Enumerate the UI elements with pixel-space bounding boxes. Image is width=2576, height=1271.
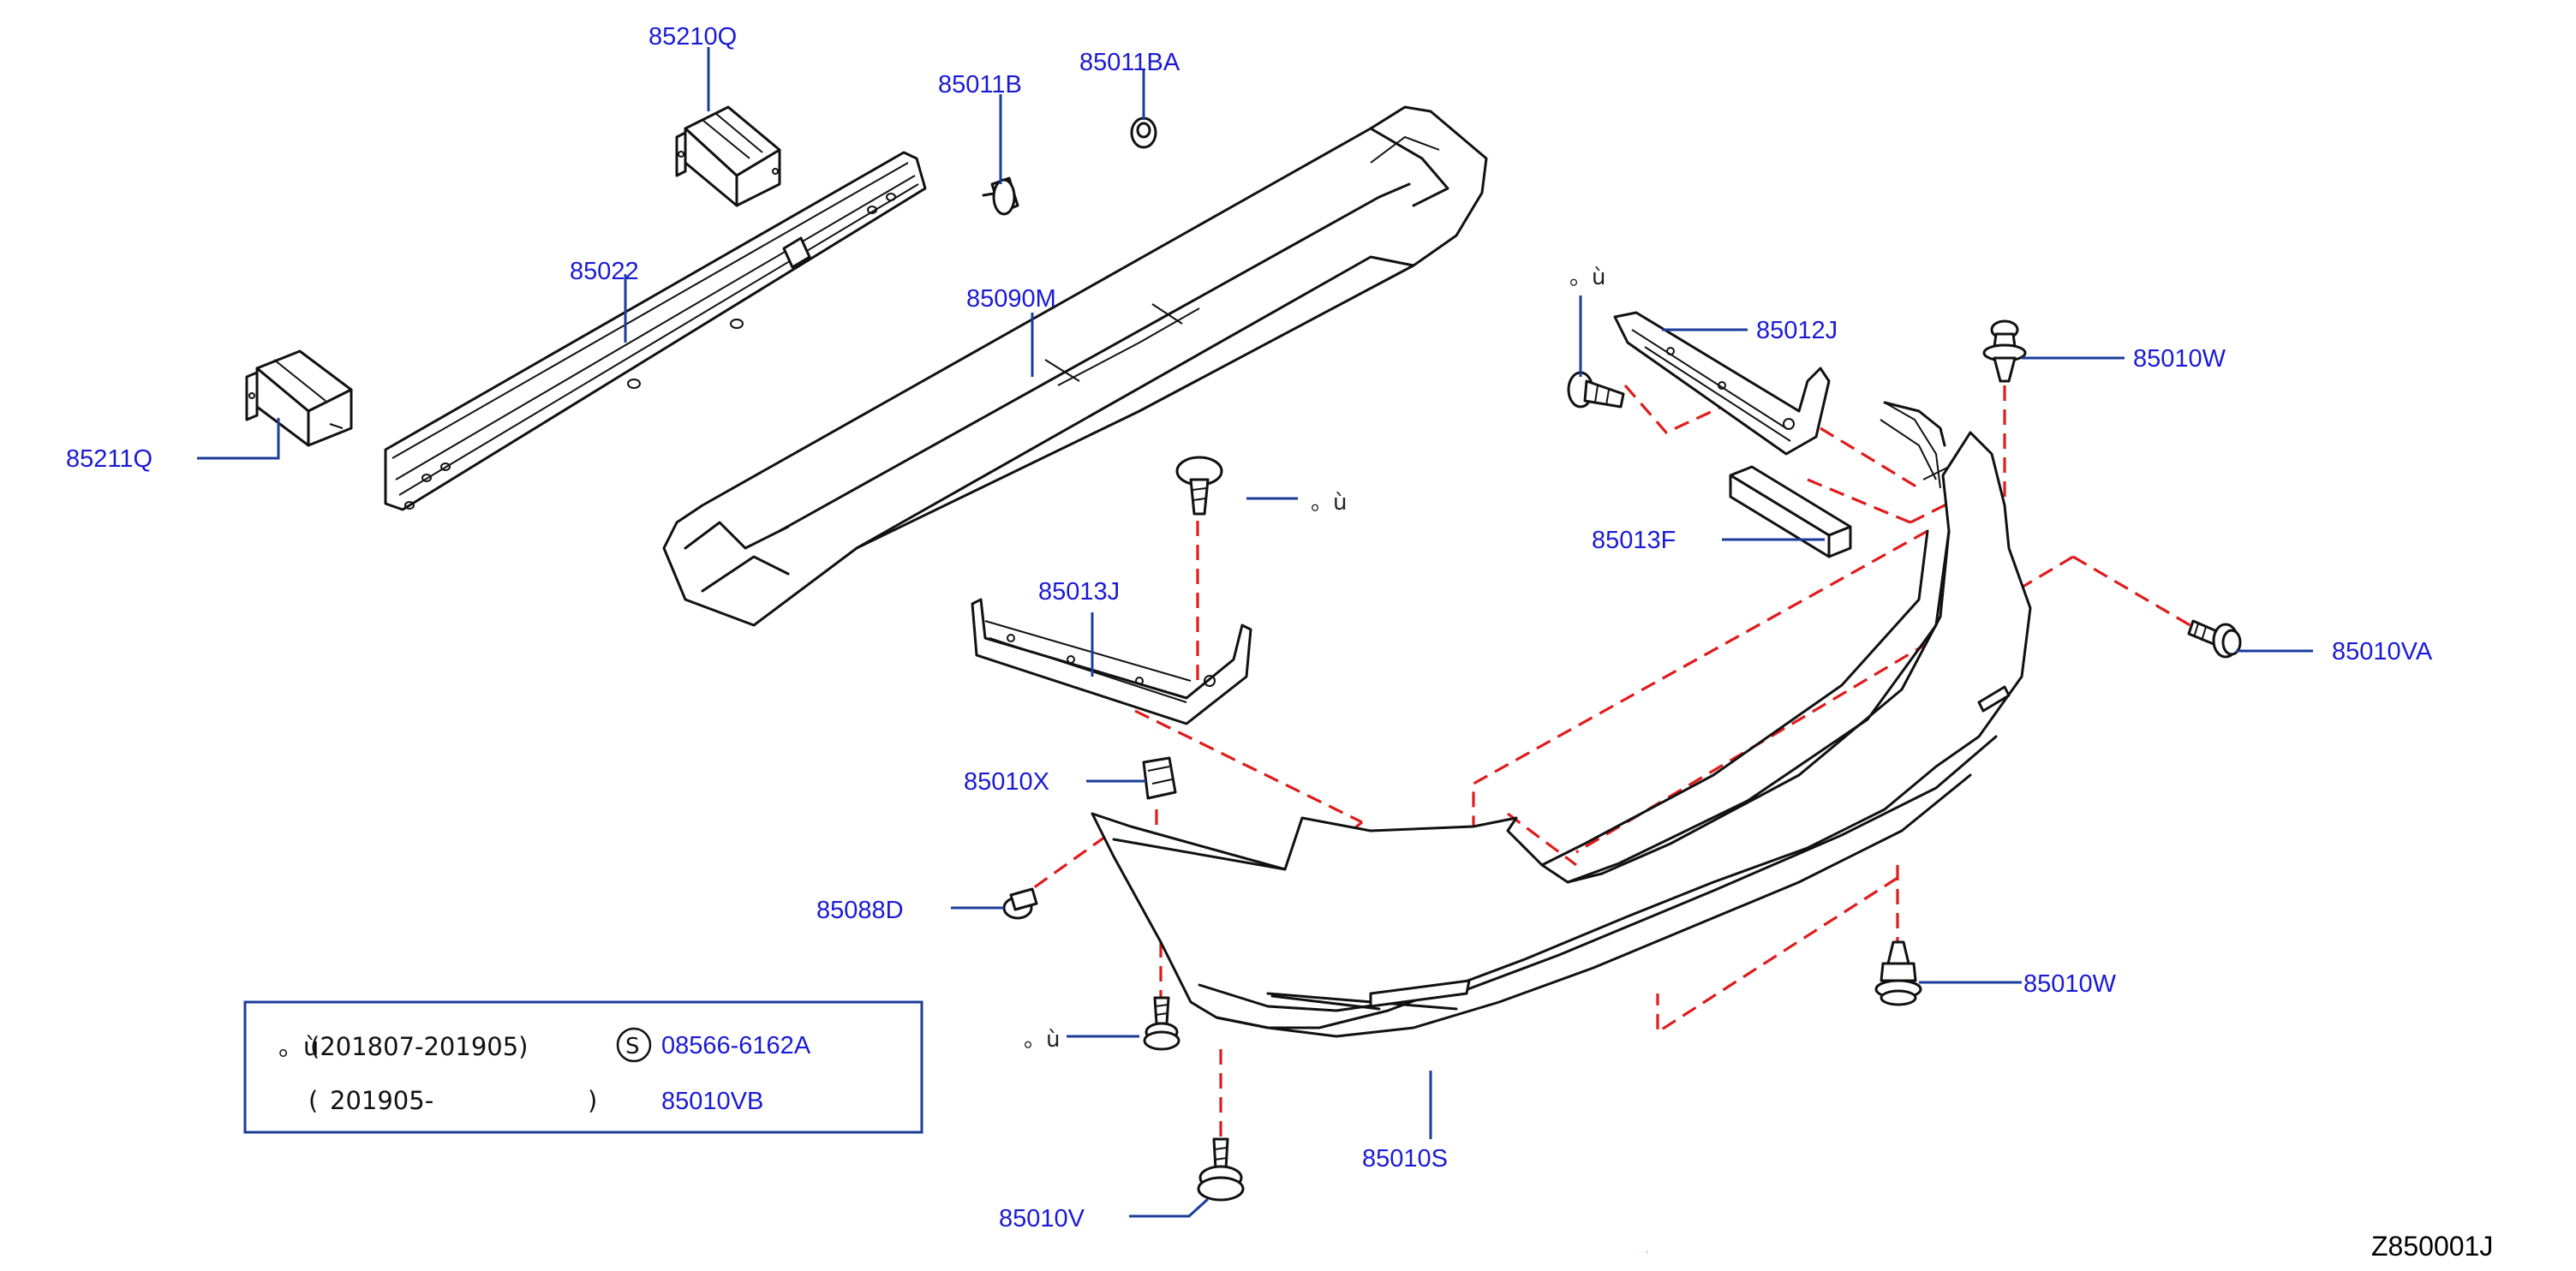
bumper-fascia-85010s <box>1091 401 2032 1038</box>
energy-absorber-85090m <box>662 105 1488 627</box>
applicability-note: 。ù (201807-201905) S 08566-6162A ( 20190… <box>243 1000 923 1134</box>
pad-85013f <box>1729 465 1852 558</box>
label-85010w-bottom: 85010W <box>2023 970 2117 998</box>
diagram-code: Z850001J <box>2371 1231 2493 1262</box>
label-85010x: 85010X <box>964 768 1049 796</box>
nut-85011ba <box>1130 116 1157 149</box>
label-85013j: 85013J <box>1038 578 1120 606</box>
reinforcement-beam-85022 <box>384 151 927 511</box>
label-85010va: 85010VA <box>2332 638 2433 665</box>
bolt-85010va <box>2187 619 2242 659</box>
label-85010w-top: 85010W <box>2133 345 2226 373</box>
bracket-85012j <box>1613 311 1831 456</box>
clip-85088d <box>1002 887 1038 920</box>
label-85010s: 85010S <box>1362 1145 1448 1173</box>
bracket-85013j <box>971 598 1252 725</box>
clip-85011b <box>982 176 1019 216</box>
note-row2-range: 201905- <box>330 1086 433 1115</box>
callout-labels: 85210Q 85011B 85011BA 85022 85090M 85211… <box>66 23 2433 1232</box>
label-85010v: 85010V <box>999 1205 1085 1232</box>
label-85012j: 85012J <box>1756 317 1838 344</box>
symbol-label-upper-left: 。ù <box>1311 490 1347 516</box>
symbol-label-lower-left: 。ù <box>1024 1027 1060 1053</box>
label-85022: 85022 <box>570 258 639 285</box>
label-85013f: 85013F <box>1592 527 1676 554</box>
clip-85010x <box>1142 756 1177 800</box>
note-row2-part: 85010VB <box>661 1088 763 1115</box>
leader-lines <box>197 47 2313 1218</box>
clip-85010w-top <box>1982 319 2027 383</box>
note-row1-standard-mark: S <box>625 1034 640 1059</box>
label-85088d: 85088D <box>816 897 904 924</box>
note-row1-symbol: 。ù <box>278 1032 319 1061</box>
bolt-lower-left <box>1143 996 1180 1051</box>
screw-upper-left <box>1175 456 1223 516</box>
label-85011b: 85011B <box>938 71 1022 98</box>
note-row2-open: ( <box>308 1086 318 1115</box>
screw-upper-right <box>1567 371 1625 409</box>
bracket-85211q <box>245 349 353 447</box>
bolt-85010v <box>1197 1137 1245 1202</box>
note-row1-range: (201807-201905) <box>310 1032 529 1061</box>
note-frame <box>243 1000 923 1134</box>
label-85011ba: 85011BA <box>1079 49 1180 76</box>
clip-85010w-bottom <box>1874 940 1922 1006</box>
label-85210q: 85210Q <box>648 23 737 51</box>
symbol-label-upper-right: 。ù <box>1569 265 1605 290</box>
label-85211q: 85211Q <box>66 445 152 473</box>
note-row2-close: ) <box>588 1086 597 1115</box>
assembly-lines <box>1014 384 2198 1148</box>
note-row1-part: 08566-6162A <box>661 1032 811 1059</box>
bracket-85210q <box>675 105 781 207</box>
label-85090m: 85090M <box>966 285 1056 313</box>
standard-part-mark <box>616 1027 652 1063</box>
